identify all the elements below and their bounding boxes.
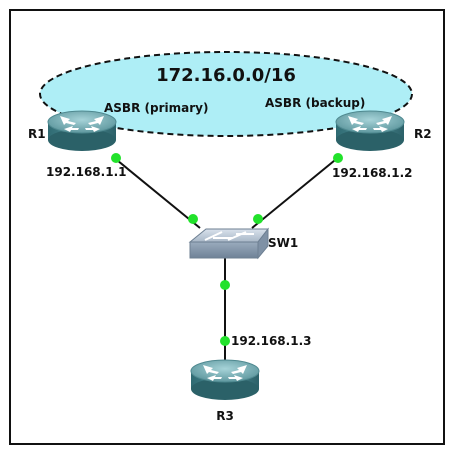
- r1-name-label: R1: [28, 127, 46, 141]
- router-icon: [190, 359, 260, 401]
- link-r2-sw1: [251, 155, 341, 229]
- link-dot-r1: [111, 153, 121, 163]
- link-dot-sw1-left: [188, 214, 198, 224]
- network-label: 172.16.0.0/16: [156, 65, 296, 86]
- router-r2[interactable]: [335, 110, 405, 152]
- router-icon: [335, 110, 405, 152]
- switch-icon: [188, 227, 270, 260]
- r1-ip-label: 192.168.1.1: [46, 165, 126, 179]
- link-dot-r2: [333, 153, 343, 163]
- asbr-backup-label: ASBR (backup): [265, 96, 365, 110]
- link-r1-sw1: [111, 155, 201, 229]
- r3-name-label: R3: [216, 409, 234, 423]
- link-dot-sw1-right: [253, 214, 263, 224]
- r3-ip-label: 192.168.1.3: [231, 334, 311, 348]
- sw1-name-label: SW1: [268, 236, 298, 250]
- network-cloud: [39, 51, 413, 137]
- asbr-primary-label: ASBR (primary): [104, 101, 208, 115]
- router-r3[interactable]: [190, 359, 260, 401]
- link-dot-r3: [220, 336, 230, 346]
- router-icon: [47, 110, 117, 152]
- r2-name-label: R2: [414, 127, 432, 141]
- router-r1[interactable]: [47, 110, 117, 152]
- link-endpoints: [111, 153, 343, 346]
- r2-ip-label: 192.168.1.2: [332, 166, 412, 180]
- link-dot-sw1-bottom: [220, 280, 230, 290]
- switch-sw1[interactable]: [188, 227, 270, 260]
